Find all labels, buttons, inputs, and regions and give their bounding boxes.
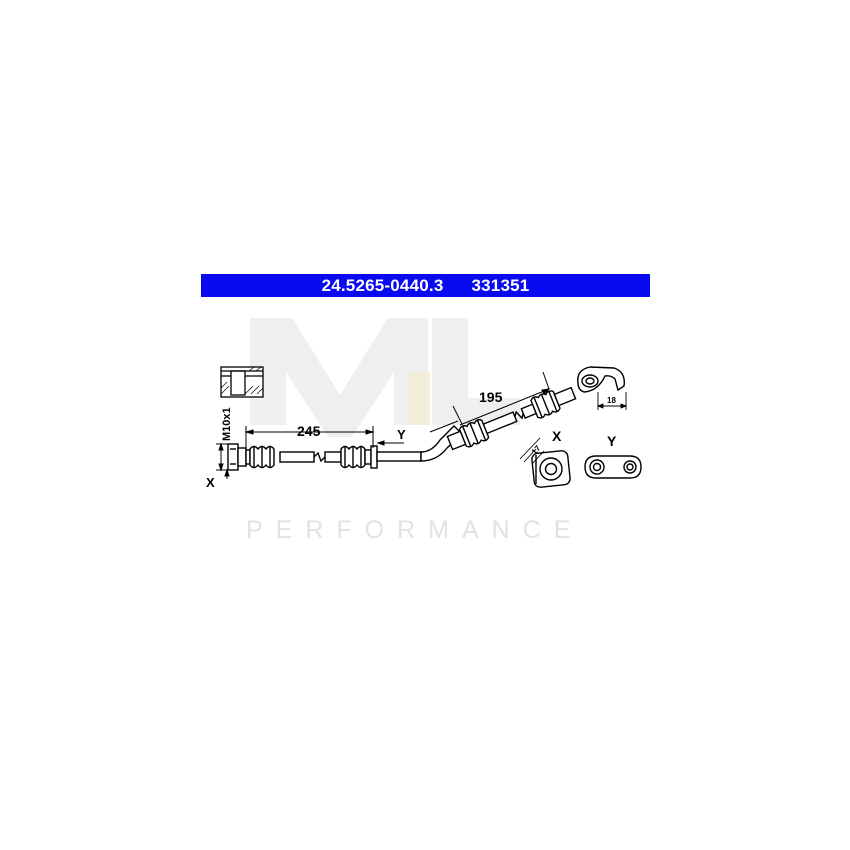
banjo-fitting [577,366,625,393]
y-width-label: 18 [607,396,616,405]
watermark-subtitle: PERFORMANCE [246,516,583,544]
x-end-label: X [206,475,215,490]
header-bar [201,274,650,297]
section-detail [220,366,264,398]
watermark-logo [250,318,520,437]
y-view [584,455,642,479]
dimension-18 [596,392,628,410]
y-view-label: Y [607,433,617,449]
y-marker [376,440,404,446]
x-view [531,450,571,488]
length-right-label: 195 [479,389,503,405]
y-point-label: Y [397,427,406,442]
thread-label: M10x1 [221,407,233,441]
hose-right-section [446,386,577,451]
part-number: 24.5265-0440.3 [321,275,444,295]
dimension-195 [429,371,551,433]
dimension-245 [244,426,375,448]
x-view-label: X [552,428,562,444]
x-view-dimension [519,437,545,465]
length-left-label: 245 [297,423,321,439]
header-title: 24.5265-0440.3 331351 [201,274,650,297]
thread-dimension [216,442,230,479]
alt-number: 331351 [471,275,530,295]
